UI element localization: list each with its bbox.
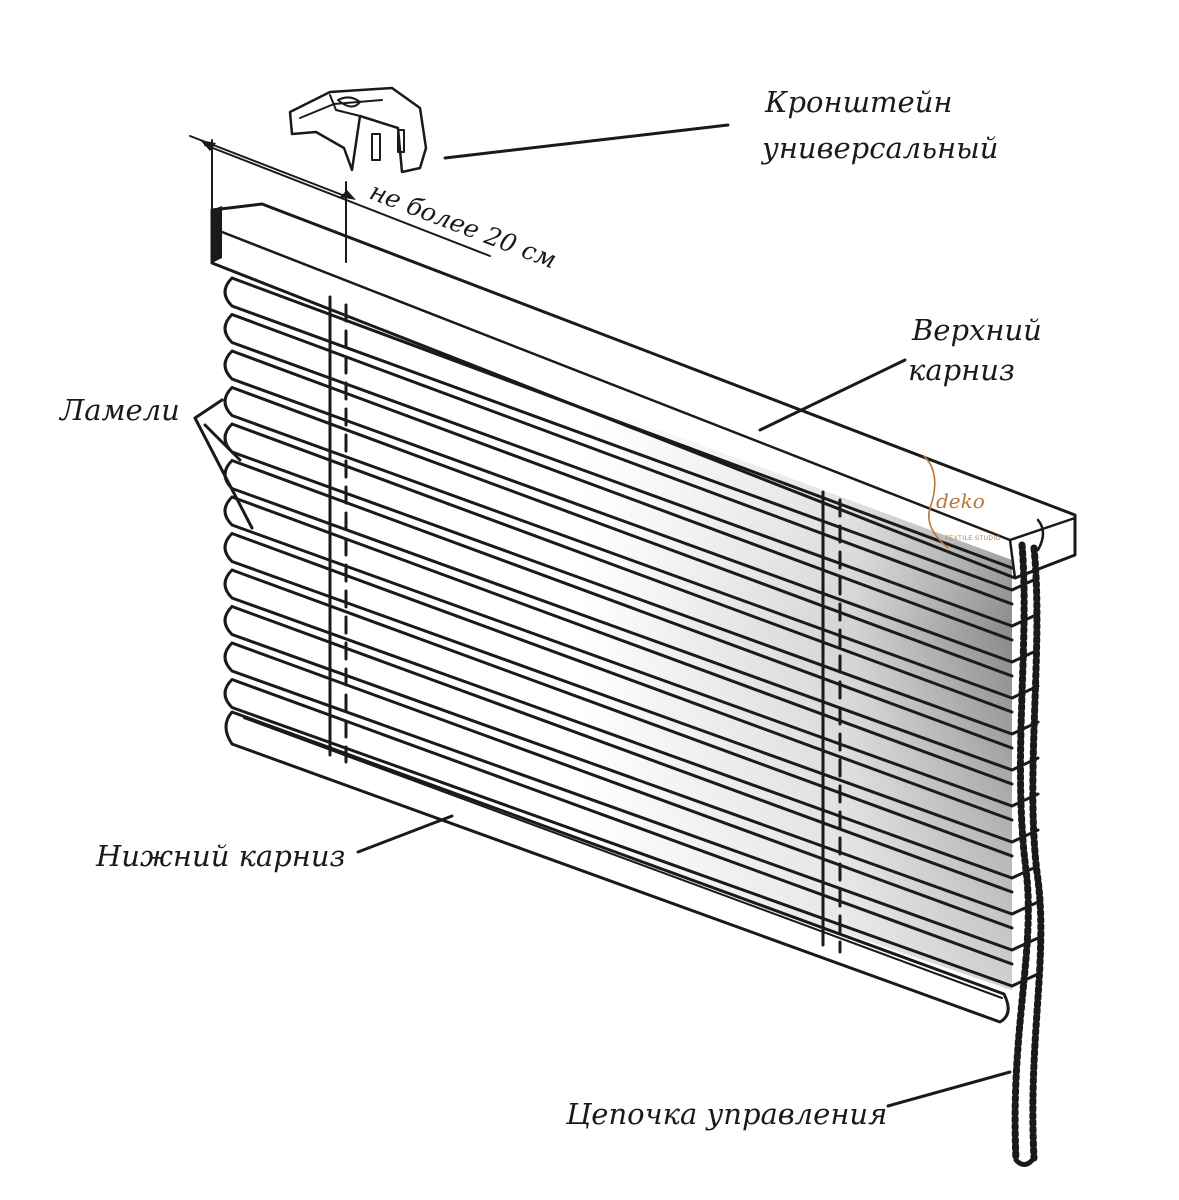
slat	[223, 641, 1040, 952]
slat	[223, 313, 1040, 628]
top-rail	[210, 202, 1077, 580]
slat	[223, 349, 1040, 664]
leader-lines	[193, 123, 1012, 1108]
slat	[223, 495, 1040, 808]
brand-logo-sub: TEXTILE STUDIO	[945, 536, 1001, 542]
bracket-icon	[288, 86, 428, 174]
bottom-rail	[224, 710, 1010, 1024]
slat-stack-shading	[232, 272, 1012, 990]
bracket-label-line2: универсальный	[760, 131, 998, 165]
slat	[223, 568, 1040, 880]
dimension-label: не более 20 см	[366, 177, 561, 275]
slats-label: Ламели	[58, 393, 180, 427]
slat	[223, 532, 1040, 844]
brand-watermark: deko TEXTILE STUDIO	[923, 455, 1001, 549]
slat	[223, 605, 1040, 916]
bracket-label-line1: Кронштейн	[764, 85, 952, 119]
control-chain	[1011, 541, 1045, 1167]
brand-logo-text: deko	[936, 489, 985, 513]
chain-label: Цепочка управления	[565, 1097, 887, 1131]
slat	[223, 678, 1040, 988]
top-rail-label-line2: карниз	[908, 353, 1015, 387]
ladder-tapes	[328, 295, 842, 954]
dimension-marker	[189, 135, 491, 263]
top-rail-label-line1: Верхний	[911, 313, 1042, 347]
slat	[223, 386, 1040, 700]
bottom-rail-label: Нижний карниз	[95, 839, 345, 873]
slats-group	[223, 276, 1040, 988]
